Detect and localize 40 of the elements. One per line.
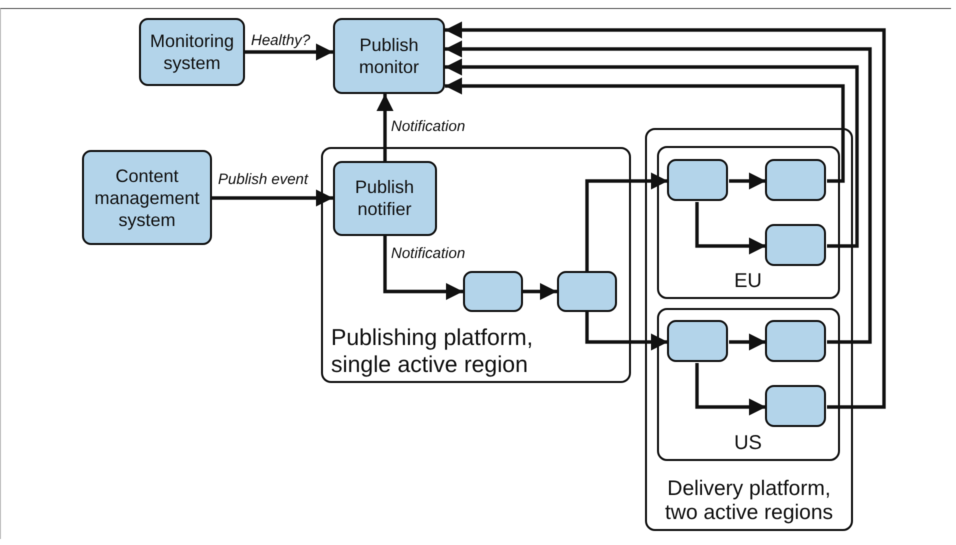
- arrow: [445, 22, 886, 409]
- arrow: [695, 363, 766, 416]
- process-box: [333, 18, 445, 94]
- arrow: [729, 334, 766, 350]
- group-title: Publishing platform, single active region: [331, 324, 534, 377]
- arrow: [445, 40, 872, 344]
- process-box: [332, 160, 436, 236]
- arrow: [585, 312, 668, 350]
- arrow: [376, 94, 394, 161]
- group-container: [645, 128, 853, 531]
- arrow: [445, 78, 845, 183]
- group-container: [656, 146, 840, 298]
- edge-label: Healthy?: [250, 32, 312, 50]
- empty-process-box: [667, 159, 728, 201]
- arrow: [695, 202, 766, 254]
- group-title: US: [734, 432, 762, 454]
- arrow: [445, 58, 859, 248]
- group-container: [321, 147, 631, 383]
- empty-process-box: [462, 270, 522, 312]
- group-container: [656, 308, 840, 460]
- empty-process-box: [667, 320, 728, 362]
- process-box: [82, 150, 212, 245]
- node-label: Publish notifier: [354, 176, 416, 220]
- arrow: [729, 172, 766, 190]
- arrow: [585, 172, 668, 271]
- empty-process-box: [765, 159, 826, 201]
- empty-process-box: [765, 385, 826, 427]
- node-label: Content management system: [93, 164, 201, 230]
- arrow: [523, 283, 557, 300]
- empty-process-box: [765, 320, 826, 362]
- empty-process-box: [765, 224, 826, 266]
- node-label: Monitoring system: [148, 30, 236, 74]
- arrow: [245, 44, 333, 60]
- arrow: [383, 236, 463, 300]
- group-title: Delivery platform, two active regions: [664, 476, 834, 525]
- node-label: Publish monitor: [358, 34, 420, 78]
- process-box: [139, 18, 245, 86]
- empty-process-box: [556, 270, 616, 312]
- group-title: EU: [734, 270, 762, 292]
- arrow: [212, 190, 333, 206]
